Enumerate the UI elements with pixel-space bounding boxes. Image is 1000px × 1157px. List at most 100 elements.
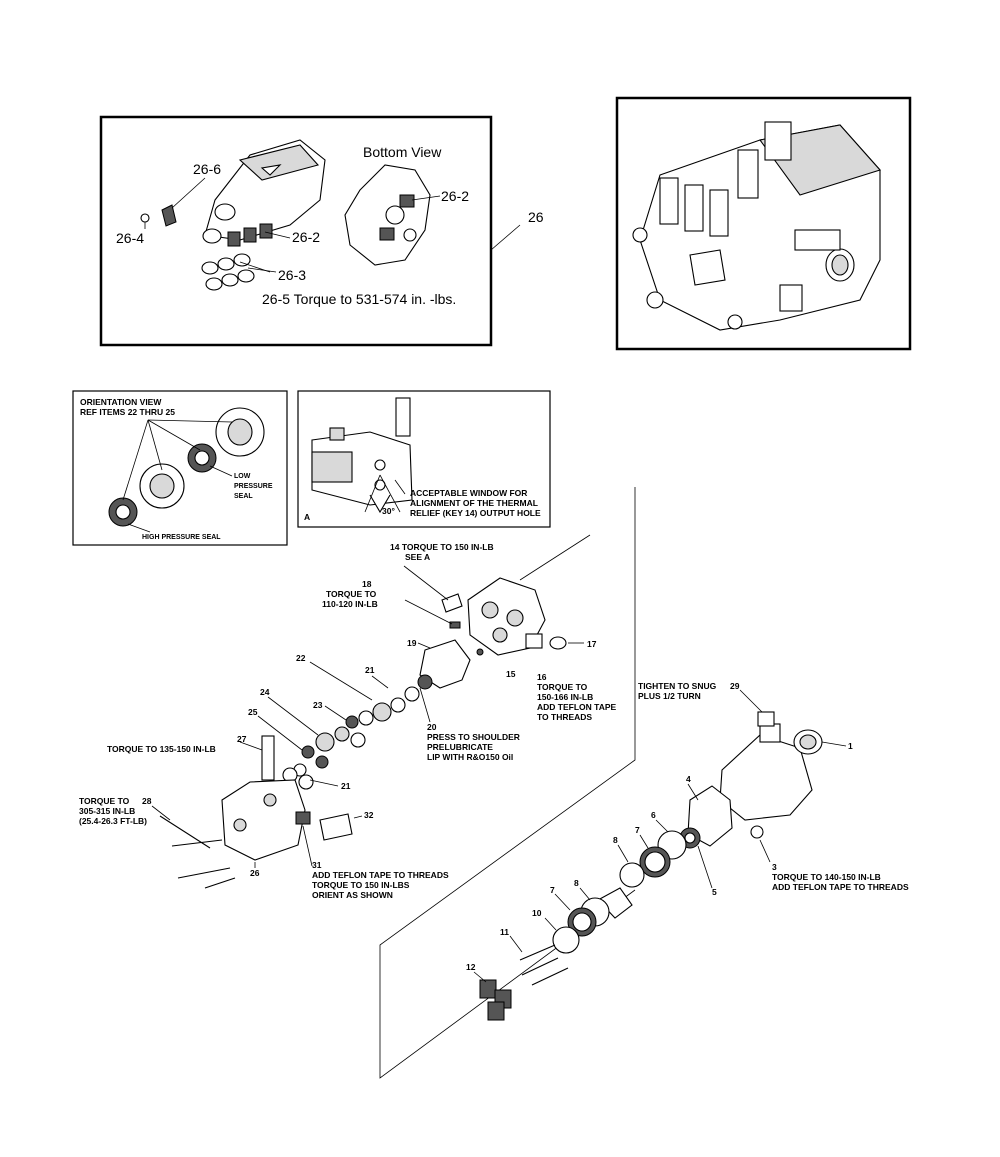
see-a-note-1: ACCEPTABLE WINDOW FOR [410,488,527,498]
gasket-19 [419,639,471,689]
callout-6: 6 [651,810,656,820]
kit-callout-line [490,224,521,251]
springs-12 [479,979,512,1021]
callout-16: 16 [537,672,547,682]
callout-11: 11 [500,927,509,937]
orientation-view-ref: REF ITEMS 22 THRU 25 [80,407,175,417]
callout-18-torque: TORQUE TO [326,589,377,599]
callout-3: 3 [772,862,777,872]
callout-20-lube: PRELUBRICATE [427,742,493,752]
manifold-front-view [140,139,326,291]
callout-20-press: PRESS TO SHOULDER [427,732,520,742]
label-26-4: 26-4 [116,230,144,246]
high-pressure-label: HIGH PRESSURE SEAL [142,534,221,541]
low-pressure-label-3: SEAL [234,493,253,500]
callout-20-oil: LIP WITH R&O150 Oil [427,752,513,762]
part-10 [552,926,580,954]
see-a-pump-drawing [311,397,413,514]
part-3 [750,825,764,839]
callout-tighten: TIGHTEN TO SNUG [638,681,717,691]
callout-8-lower: 8 [574,878,579,888]
callout-7-lower: 7 [550,885,555,895]
plug-26-6 [161,204,177,227]
callout-18: 18 [362,579,372,589]
part-8a [619,862,645,888]
manifold-kit-inset: Bottom View 26-6 26-4 26-2 26-2 26-3 26-… [99,115,493,347]
see-a-note-3: RELIEF (KEY 14) OUTPUT HOLE [410,508,541,518]
callout-23: 23 [313,700,323,710]
part-26-manifold [221,779,306,861]
callout-25: 25 [248,707,258,717]
part-18 [449,621,461,629]
callout-labels: 14 TORQUE TO 150 IN-LB SEE A 18 TORQUE T… [79,542,909,972]
section-plane-outline [379,487,636,1079]
assembled-pump-drawing [632,121,881,331]
label-26-2-bottom: 26-2 [441,188,469,204]
callout-21-lower: 21 [341,781,351,791]
callout-27-torque: TORQUE TO 135-150 IN-LB [107,744,216,754]
part-27 [261,735,275,781]
callout-31: 31 [312,860,322,870]
callout-21-upper: 21 [365,665,375,675]
assembled-pump-inset [615,96,912,351]
label-26-6: 26-6 [193,161,221,177]
callout-28-torque: TORQUE TO [79,796,130,806]
manifold-bottom-view [344,164,431,266]
callout-5: 5 [712,887,717,897]
part-16 [525,633,543,649]
callout-12: 12 [466,962,476,972]
kit-torque-note: 26-5 Torque to 531-574 in. -lbs. [262,291,456,307]
part-29 [757,711,775,727]
callout-4: 4 [686,774,691,784]
exploded-parts [151,534,847,1021]
oring-26-4 [140,213,150,223]
callout-27: 27 [237,734,247,744]
part-14 [441,593,463,613]
callout-tighten-turn: PLUS 1/2 TURN [638,691,701,701]
callout-3-tape: ADD TEFLON TAPE TO THREADS [772,882,909,892]
label-26-2-front: 26-2 [292,229,320,245]
callout-31-torque: TORQUE TO 150 IN-LBS [312,880,410,890]
callout-29: 29 [730,681,740,691]
callout-1: 1 [848,741,853,751]
see-a-inset: ACCEPTABLE WINDOW FOR ALIGNMENT OF THE T… [297,390,551,528]
low-pressure-label-1: LOW [234,473,251,480]
cap-set [201,253,255,291]
label-26-3: 26-3 [278,267,306,283]
callout-32: 32 [364,810,374,820]
part-17 [549,636,567,650]
callout-15: 15 [506,669,516,679]
callout-16-threads: TO THREADS [537,712,592,722]
orientation-view-inset: ORIENTATION VIEW REF ITEMS 22 THRU 25 LO… [72,390,288,546]
callout-8-upper: 8 [613,835,618,845]
see-a-letter: A [304,512,310,522]
callout-24: 24 [260,687,270,697]
callout-28-value: 305-315 IN-LB [79,806,135,816]
part-31 [295,811,311,825]
seal-stack [282,674,433,790]
low-pressure-label-2: PRESSURE [234,483,273,490]
callout-22: 22 [296,653,306,663]
callout-16-value: 150-166 IN-LB [537,692,593,702]
kit-callout-26: 26 [528,209,544,225]
callout-28-ftlb: (25.4-26.3 FT-LB) [79,816,147,826]
callout-19: 19 [407,638,417,648]
callout-31-tape: ADD TEFLON TAPE TO THREADS [312,870,449,880]
see-a-angle: 30° [382,506,395,516]
callout-10: 10 [532,908,542,918]
callout-14-see: SEE A [405,552,430,562]
callout-3-torque: TORQUE TO 140-150 IN-LB [772,872,881,882]
orientation-view-title: ORIENTATION VIEW [80,397,162,407]
see-a-note-2: ALIGNMENT OF THE THERMAL [410,498,538,508]
spring-set [227,223,273,247]
callout-28: 28 [142,796,152,806]
callout-14: 14 TORQUE TO 150 IN-LB [390,542,494,552]
callout-20: 20 [427,722,437,732]
bolts-28 [159,815,236,889]
callout-18-value: 110-120 IN-LB [322,599,378,609]
bottom-view-title: Bottom View [363,144,442,160]
callout-26: 26 [250,868,260,878]
callout-16-tape: ADD TEFLON TAPE [537,702,617,712]
